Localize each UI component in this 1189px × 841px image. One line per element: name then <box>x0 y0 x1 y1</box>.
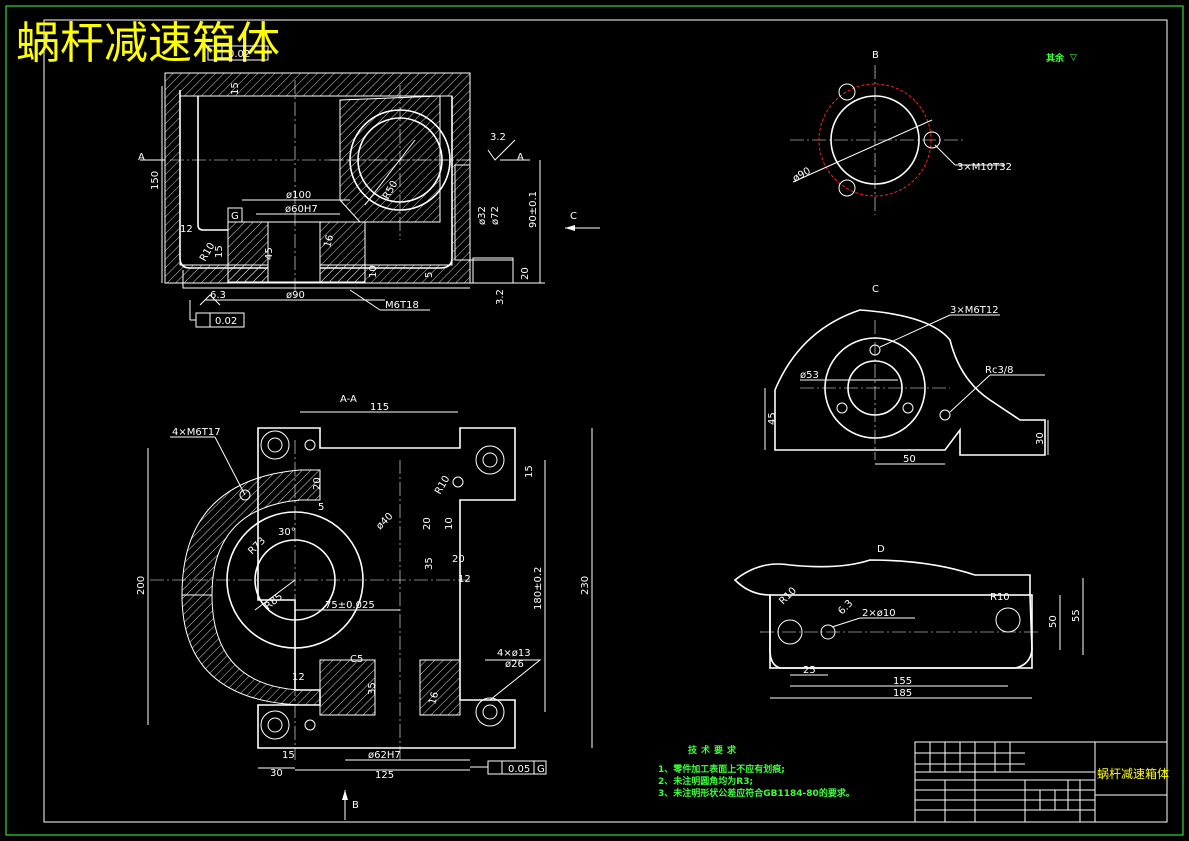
svg-text:G: G <box>537 764 545 775</box>
svg-text:蜗杆减速箱体: 蜗杆减速箱体 <box>1097 766 1169 781</box>
svg-text:ø90: ø90 <box>791 166 813 185</box>
svg-text:16: 16 <box>427 691 441 706</box>
svg-text:230: 230 <box>580 576 591 595</box>
svg-text:30°: 30° <box>278 527 296 538</box>
svg-text:3×M6T12: 3×M6T12 <box>950 305 999 316</box>
svg-text:20: 20 <box>422 517 433 530</box>
svg-text:ø26: ø26 <box>505 659 524 670</box>
svg-text:2×ø10: 2×ø10 <box>862 608 896 619</box>
svg-text:R85: R85 <box>263 591 285 612</box>
svg-text:90±0.1: 90±0.1 <box>528 191 539 228</box>
svg-text:M6T18: M6T18 <box>385 300 419 311</box>
svg-text:30: 30 <box>270 768 283 779</box>
svg-text:0.02: 0.02 <box>215 316 237 327</box>
svg-text:Rc3/8: Rc3/8 <box>985 365 1014 376</box>
svg-text:0.05: 0.05 <box>508 764 530 775</box>
view-b: B 其余 ▽ ø90 3×M10T32 <box>790 50 1077 215</box>
svg-text:G: G <box>231 211 239 222</box>
svg-text:15: 15 <box>524 465 535 478</box>
svg-text:35: 35 <box>367 682 378 695</box>
svg-text:ø32: ø32 <box>477 206 488 225</box>
svg-text:3×M10T32: 3×M10T32 <box>957 162 1012 173</box>
svg-text:15: 15 <box>214 245 225 258</box>
svg-text:20: 20 <box>520 267 531 280</box>
svg-text:25: 25 <box>803 665 816 676</box>
svg-text:A-A: A-A <box>340 394 357 405</box>
svg-text:ø62H7: ø62H7 <box>368 750 401 761</box>
svg-text:6.3: 6.3 <box>836 598 855 617</box>
top-view: A A 150 15 12 R10 15 45 ø100 ø60H7 ø90 R… <box>138 45 600 328</box>
svg-text:10: 10 <box>368 265 379 278</box>
svg-text:75±0.025: 75±0.025 <box>325 600 375 611</box>
svg-text:ø90: ø90 <box>286 290 305 301</box>
svg-text:35: 35 <box>424 557 435 570</box>
svg-text:3、未注明形状公差应符合GB1184-80的要求。: 3、未注明形状公差应符合GB1184-80的要求。 <box>658 787 855 799</box>
svg-text:ø53: ø53 <box>800 370 819 381</box>
svg-text:ø60H7: ø60H7 <box>285 204 318 215</box>
svg-text:185: 185 <box>893 688 912 699</box>
svg-text:R10: R10 <box>433 474 452 497</box>
svg-text:3.2: 3.2 <box>490 132 506 143</box>
svg-text:12: 12 <box>180 224 193 235</box>
svg-text:R10: R10 <box>990 592 1010 603</box>
svg-text:0.02: 0.02 <box>228 49 250 60</box>
svg-text:55: 55 <box>1071 609 1082 622</box>
svg-text:R10: R10 <box>777 585 799 607</box>
svg-text:20: 20 <box>452 554 465 565</box>
svg-text:5: 5 <box>424 272 435 278</box>
svg-text:125: 125 <box>375 770 394 781</box>
svg-text:C5: C5 <box>350 654 363 665</box>
svg-text:A: A <box>138 152 145 163</box>
svg-text:ø72: ø72 <box>490 206 501 225</box>
svg-text:1、零件加工表面上不应有划痕;: 1、零件加工表面上不应有划痕; <box>658 763 785 775</box>
svg-text:200: 200 <box>136 576 147 595</box>
svg-text:4×M6T17: 4×M6T17 <box>172 427 221 438</box>
svg-text:50: 50 <box>903 454 916 465</box>
svg-text:D: D <box>877 544 885 555</box>
svg-text:其余: 其余 <box>1046 52 1065 64</box>
view-c: C 3×M6T12 ø53 Rc3/8 45 50 30 <box>764 284 1049 465</box>
svg-text:4×ø13: 4×ø13 <box>497 648 531 659</box>
svg-text:A: A <box>517 152 524 163</box>
svg-text:B: B <box>352 800 359 811</box>
section-aa-view: A-A 115 4×M6T17 R73 30° R85 R10 15 <box>136 394 593 820</box>
svg-text:20: 20 <box>312 477 323 490</box>
title-block: 蜗杆减速箱体 <box>914 741 1169 823</box>
svg-text:ø100: ø100 <box>286 190 311 201</box>
svg-text:12: 12 <box>292 672 305 683</box>
svg-text:B: B <box>872 50 879 61</box>
outer-border <box>5 5 1184 836</box>
svg-text:45: 45 <box>767 412 778 425</box>
svg-text:C: C <box>570 211 577 222</box>
svg-text:15: 15 <box>230 82 241 95</box>
svg-text:12: 12 <box>458 574 471 585</box>
svg-text:C: C <box>872 284 879 295</box>
svg-text:30: 30 <box>1035 432 1046 445</box>
inner-border <box>43 19 1168 823</box>
svg-text:45: 45 <box>264 247 275 260</box>
svg-text:10: 10 <box>444 517 455 530</box>
view-d: D R10 6.3 2×ø10 R10 50 55 25 155 185 <box>733 544 1084 699</box>
svg-text:5: 5 <box>318 502 324 513</box>
svg-text:2、未注明圆角均为R3;: 2、未注明圆角均为R3; <box>658 775 753 787</box>
svg-text:16: 16 <box>322 234 336 249</box>
svg-text:155: 155 <box>893 676 912 687</box>
technical-requirements: 技术要求 1、零件加工表面上不应有划痕; 2、未注明圆角均为R3; 3、未注明形… <box>658 744 855 799</box>
svg-text:150: 150 <box>150 171 161 190</box>
svg-text:技术要求: 技术要求 <box>688 744 740 756</box>
drawing-title: 蜗杆减速箱体 <box>16 18 280 69</box>
svg-text:50: 50 <box>1048 615 1059 628</box>
svg-text:▽: ▽ <box>1070 53 1077 63</box>
svg-text:3.2: 3.2 <box>495 289 506 305</box>
svg-text:ø40: ø40 <box>374 511 395 532</box>
svg-text:180±0.2: 180±0.2 <box>533 567 544 610</box>
svg-text:115: 115 <box>370 402 389 413</box>
svg-text:6.3: 6.3 <box>210 290 226 301</box>
svg-text:15: 15 <box>282 750 295 761</box>
